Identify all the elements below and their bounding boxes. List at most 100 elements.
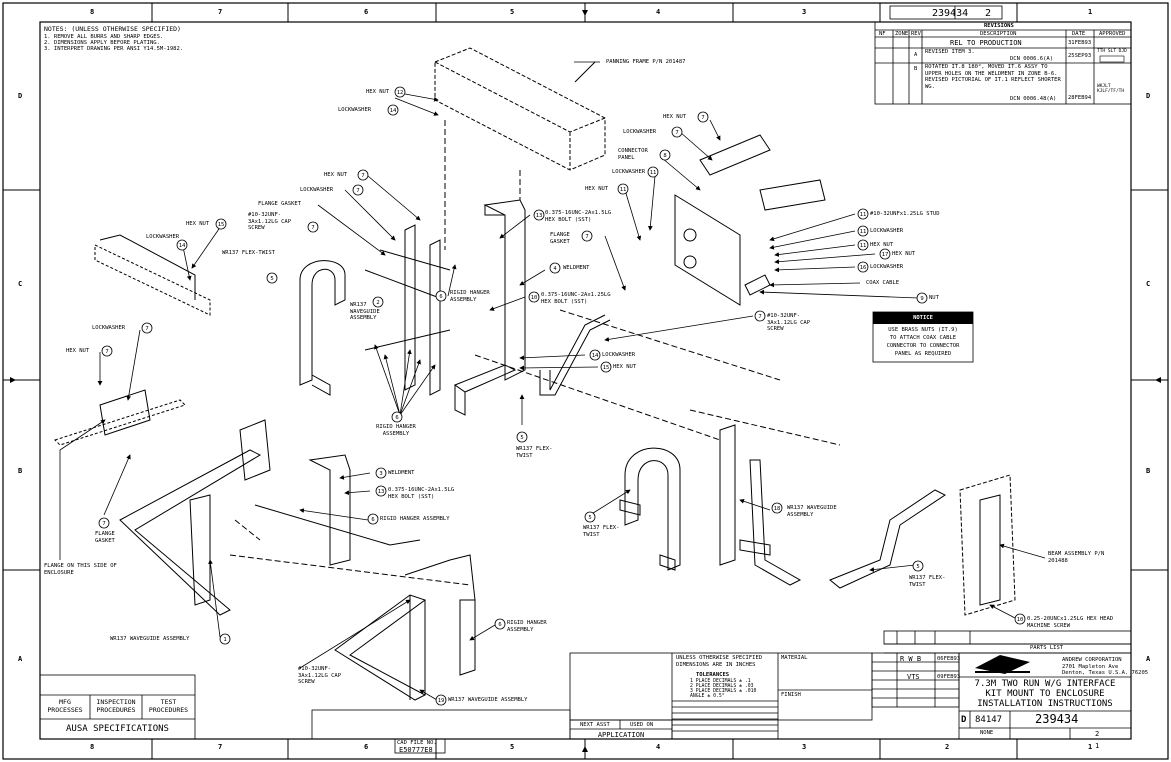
callout-flex-twist: WR137 FLEX-TWIST xyxy=(583,525,620,538)
tolerance-title: TOLERANCES xyxy=(696,672,730,678)
svg-text:14: 14 xyxy=(179,243,186,249)
callout-connector-panel: CONNECTOR PANEL xyxy=(618,148,648,161)
callout-flange-gasket: FLANGE GASKET xyxy=(550,232,570,245)
used-on-label: USED ON xyxy=(630,722,654,728)
zone-label-side: D xyxy=(1146,92,1151,100)
zone-label-side: A xyxy=(1146,655,1151,663)
scale-value: NONE xyxy=(980,730,994,736)
title-line: 7.3M TWO RUN W/G INTERFACE xyxy=(974,679,1116,689)
callout-weldment: WELDMENT xyxy=(563,265,590,271)
callout-lockwasher: LOCKWASHER xyxy=(300,187,334,193)
callout-lockwasher: LOCKWASHER xyxy=(338,107,372,113)
callout-hex-bolt: 0.375-16UNC-2Ax1.5LG HEX BOLT (SST) xyxy=(545,210,612,223)
svg-text:11: 11 xyxy=(860,229,867,235)
svg-text:17: 17 xyxy=(882,252,889,258)
zone-label-bottom: 6 xyxy=(364,743,369,751)
svg-text:10: 10 xyxy=(531,295,538,301)
notes-title: NOTES: (UNLESS OTHERWISE SPECIFIED) xyxy=(44,25,181,33)
svg-text:14: 14 xyxy=(592,353,599,359)
svg-text:5: 5 xyxy=(916,564,919,570)
svg-text:15: 15 xyxy=(218,222,225,228)
svg-text:16: 16 xyxy=(860,265,867,271)
rev-value: 2 xyxy=(1095,730,1100,738)
callout-nut: NUT xyxy=(929,295,939,301)
svg-text:12: 12 xyxy=(397,90,404,96)
svg-text:7: 7 xyxy=(311,225,314,231)
svg-text:15: 15 xyxy=(603,365,610,371)
zone-label-bottom: 3 xyxy=(802,743,807,751)
mfg-processes: MFG PROCESSES xyxy=(47,698,83,714)
svg-text:18: 18 xyxy=(774,506,781,512)
rev-dcn: DCN 0006.48(A) xyxy=(1010,96,1057,102)
drawing-number-top: 239434 xyxy=(932,8,969,19)
svg-text:5: 5 xyxy=(520,435,523,441)
title-line: KIT MOUNT TO ENCLOSURE xyxy=(985,689,1105,699)
callout-flex-twist: WR137 FLEX-TWIST xyxy=(222,250,275,256)
drawn-date: 06FEB93 xyxy=(937,656,961,662)
rev-desc: ROTATED IT.8 180°, MOVED IT.6 ASSY TO UP… xyxy=(925,64,1061,90)
callout-machine-screw: 0.25-20UNCx1.25LG HEX HEAD MACHINE SCREW xyxy=(1027,616,1114,629)
callout-lockwasher: LOCKWASHER xyxy=(612,169,646,175)
zone-label-top: 7 xyxy=(218,8,223,16)
callout-waveguide-assy: WR137 WAVEGUIDE ASSEMBLY xyxy=(110,636,190,642)
callout-hex-nut: HEX NUT xyxy=(366,89,390,95)
callout-lockwasher: LOCKWASHER xyxy=(870,264,904,270)
callout-lockwasher: LOCKWASHER xyxy=(870,228,904,234)
rev-header: REV xyxy=(911,31,921,37)
callout-lockwasher: LOCKWASHER xyxy=(602,352,636,358)
callout-lockwasher: LOCKWASHER xyxy=(146,234,180,240)
note-line: 2. DIMENSIONS APPLY BEFORE PLATING. xyxy=(44,40,160,46)
svg-text:6: 6 xyxy=(371,517,374,523)
zone-label-side: C xyxy=(18,280,23,288)
callout-cap-screw: #10-32UNF-3Ax1.12LG CAP SCREW xyxy=(298,666,342,685)
svg-text:11: 11 xyxy=(620,187,627,193)
tolerance-line: 3 PLACE DECIMALS ± .010 xyxy=(690,689,757,694)
callout-hex-nut: HEX NUT xyxy=(613,364,637,370)
rev-header: NF xyxy=(879,31,886,37)
callout-cap-screw: #10-32UNF-3Ax1.12LG CAP SCREW xyxy=(248,212,292,231)
zone-label-side: B xyxy=(18,467,23,475)
notice-title: NOTICE xyxy=(913,315,933,321)
drawing-size: D xyxy=(961,715,967,725)
sheet-value: 1 xyxy=(1095,742,1100,750)
callout-flange-gasket: FLANGE GASKET xyxy=(95,531,115,544)
title-line: INSTALLATION INSTRUCTIONS xyxy=(977,699,1113,709)
tolerance-line: 1 PLACE DECIMALS ± .1 xyxy=(690,679,751,684)
callout-stud: #10-32UNFx1.25LG STUD xyxy=(870,211,940,217)
zone-label-bottom: 2 xyxy=(945,743,950,751)
callout-waveguide-assy: WR137 WAVEGUIDE ASSEMBLY xyxy=(448,697,528,703)
svg-text:13: 13 xyxy=(536,213,543,219)
zone-label-top: 4 xyxy=(656,8,661,16)
rev-date: 25SEP93 xyxy=(1068,53,1092,59)
svg-text:13: 13 xyxy=(378,489,385,495)
callout-rigid-hanger: RIGID HANGER ASSEMBLY xyxy=(380,516,450,522)
svg-text:7: 7 xyxy=(102,521,105,527)
test-procedures: TEST PROCEDURES xyxy=(148,698,189,714)
svg-text:7: 7 xyxy=(675,130,678,136)
callout-waveguide-assy: WR137 WAVEGUIDE ASSEMBLY xyxy=(350,302,380,321)
svg-text:11: 11 xyxy=(650,170,657,176)
svg-text:8: 8 xyxy=(663,153,666,159)
svg-text:7: 7 xyxy=(105,349,108,355)
callout-lockwasher: LOCKWASHER xyxy=(623,129,657,135)
zone-label-bottom: 4 xyxy=(656,743,661,751)
zone-label-side: A xyxy=(18,655,23,663)
svg-text:1: 1 xyxy=(223,637,226,643)
cage-code: 84147 xyxy=(975,715,1003,725)
callout-rigid-hanger: RIGID HANGER ASSEMBLY xyxy=(450,290,490,303)
zone-label-bottom: 7 xyxy=(218,743,223,751)
zone-label-side: D xyxy=(18,92,23,100)
svg-text:11: 11 xyxy=(860,243,867,249)
callout-hex-nut: HEX NUT xyxy=(585,186,609,192)
company-address: 2701 Mapleton Ave xyxy=(1062,664,1119,670)
callout-flex-twist: WR137 FLEX-TWIST xyxy=(909,575,946,588)
rev-approved: TTH SLT DJD xyxy=(1097,49,1127,54)
svg-text:7: 7 xyxy=(758,314,761,320)
zone-label-top: 6 xyxy=(364,8,369,16)
callout-hex-nut: HEX NUT xyxy=(186,221,210,227)
svg-text:9: 9 xyxy=(920,296,923,302)
checked-date: 09FEB93 xyxy=(937,674,961,680)
rev-header: ZONE xyxy=(895,31,909,37)
